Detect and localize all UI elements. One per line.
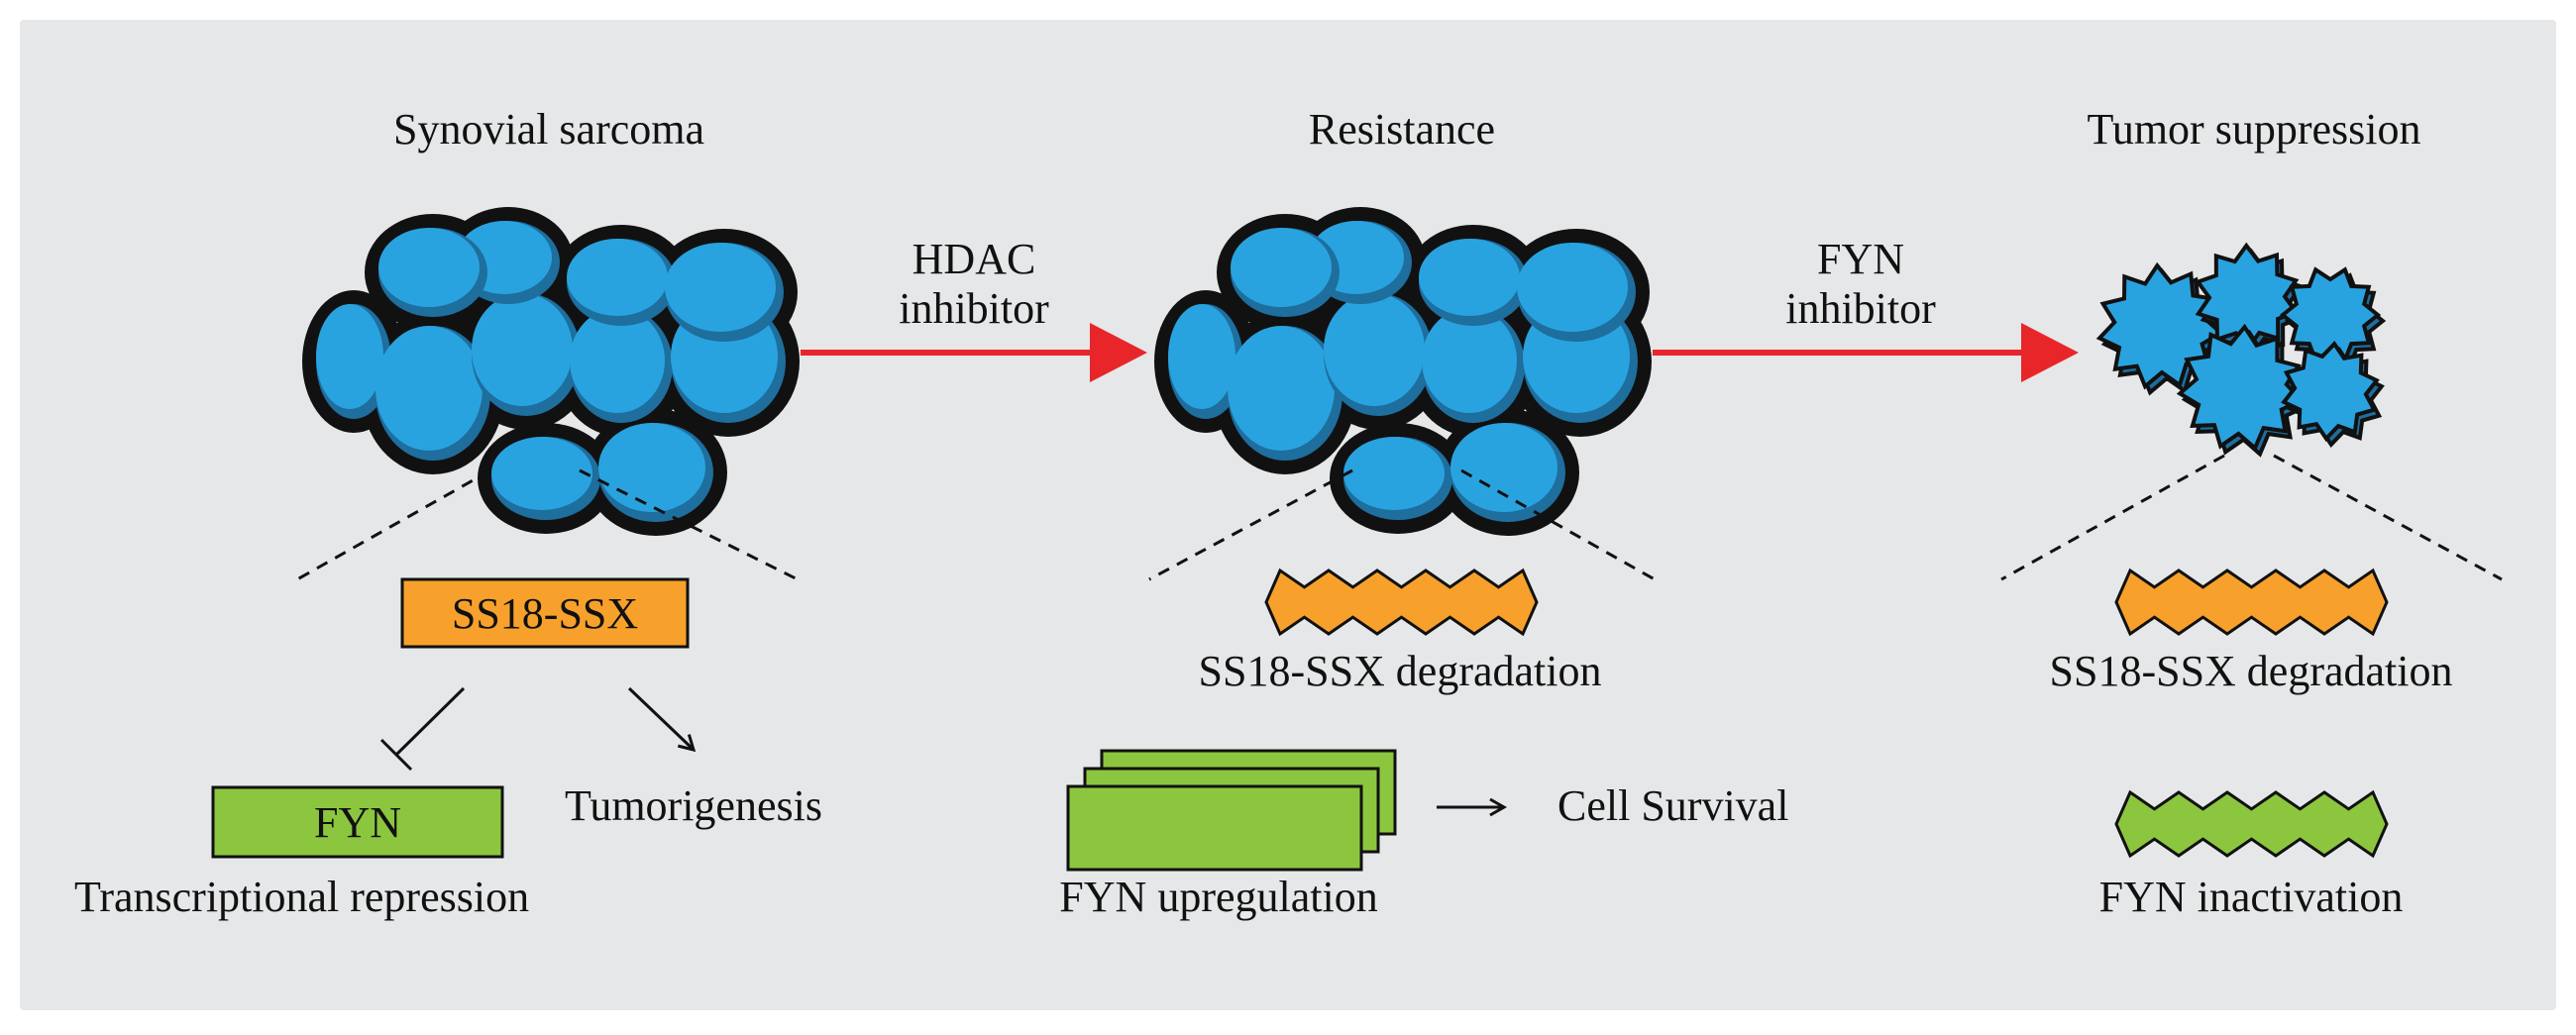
stacked-fyn-icon bbox=[1066, 749, 1397, 872]
ss18-ssx-degradation-caption-stage2: SS18-SSX degradation bbox=[1199, 647, 1602, 695]
ss18-ssx-label: SS18-SSX bbox=[452, 589, 638, 638]
stage-title-synovial-sarcoma: Synovial sarcoma bbox=[393, 105, 704, 154]
dying-cell-cluster-icon bbox=[2095, 242, 2387, 458]
cell-survival-label: Cell Survival bbox=[1557, 781, 1788, 830]
ss18-ssx-degradation-caption-stage3: SS18-SSX degradation bbox=[2050, 647, 2453, 695]
stage-title-tumor-suppression: Tumor suppression bbox=[2088, 105, 2421, 154]
tumor-cluster-icon bbox=[1154, 207, 1652, 536]
hdac-inhibitor-arrow bbox=[801, 323, 1147, 382]
hdac-label-line1: HDAC bbox=[912, 235, 1036, 283]
fyn-box bbox=[211, 785, 504, 859]
fyn-inhibitor-label-line1: FYN bbox=[1817, 235, 1904, 283]
fyn-upregulation-caption: FYN upregulation bbox=[1059, 873, 1377, 921]
tumor-cluster-icon bbox=[302, 207, 800, 536]
ss18-ssx-box bbox=[400, 577, 690, 649]
zoom-lines-stage3 bbox=[2000, 454, 2503, 581]
fyn-inhibitor-label-line2: inhibitor bbox=[1785, 284, 1936, 333]
inactivated-fyn-icon bbox=[2114, 789, 2389, 859]
zoom-lines-stage1 bbox=[296, 468, 799, 581]
fyn-inhibitor-arrow bbox=[1653, 323, 2079, 382]
fyn-label: FYN bbox=[314, 798, 401, 847]
tumorigenesis-label: Tumorigenesis bbox=[565, 781, 822, 830]
stage-title-resistance: Resistance bbox=[1309, 105, 1495, 154]
transcriptional-repression-caption: Transcriptional repression bbox=[74, 873, 529, 921]
inhibition-arrow bbox=[379, 686, 466, 772]
activation-arrow bbox=[627, 686, 697, 753]
hdac-label-line2: inhibitor bbox=[899, 284, 1049, 333]
fyn-inactivation-caption: FYN inactivation bbox=[2099, 873, 2404, 921]
degraded-ss18-ssx-icon bbox=[2114, 568, 2389, 637]
degraded-ss18-ssx-icon bbox=[1264, 568, 1539, 637]
zoom-lines-stage2 bbox=[1148, 468, 1656, 581]
